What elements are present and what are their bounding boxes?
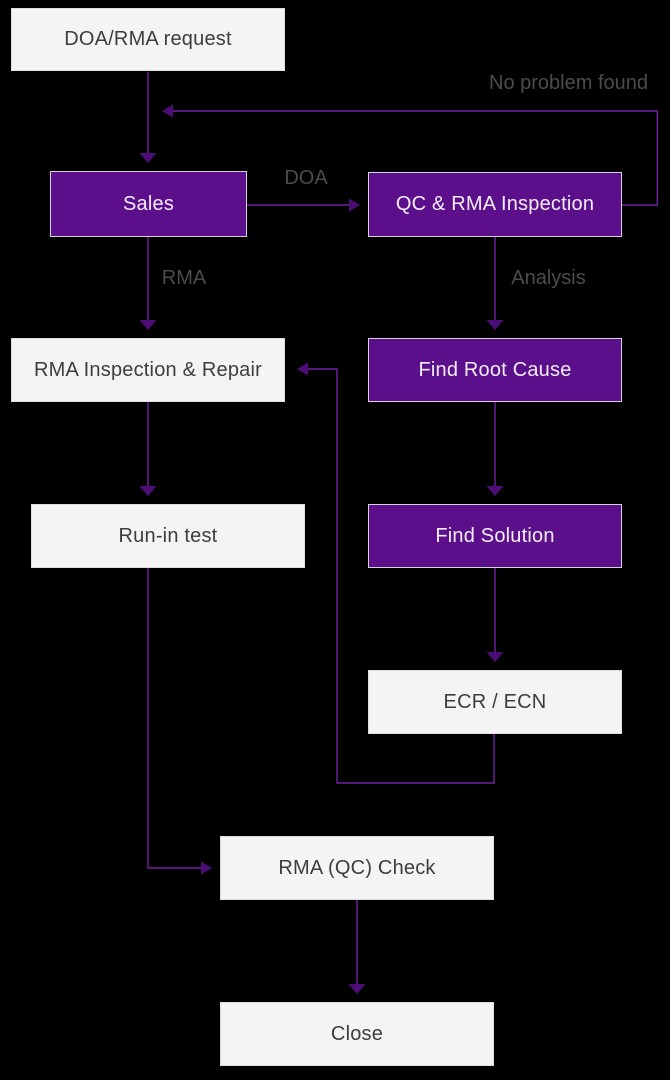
node-label: Sales	[122, 192, 175, 215]
arrowhead-down-icon	[486, 486, 504, 496]
node-label: RMA (QC) Check	[278, 856, 436, 879]
node-label: Find Solution	[435, 524, 555, 547]
node-label: Run-in test	[118, 524, 218, 547]
edge-label-doa: DOA	[284, 167, 328, 189]
node-rma-qc-check: RMA (QC) Check	[220, 836, 494, 900]
node-label: Find Root Cause	[418, 358, 572, 381]
edge-label-rma: RMA	[161, 267, 207, 289]
arrowhead-right-icon	[201, 861, 212, 875]
node-run-in-test: Run-in test	[31, 504, 305, 568]
node-close: Close	[220, 1002, 494, 1066]
node-label: ECR / ECN	[443, 690, 547, 713]
arrowhead-down-icon	[139, 320, 157, 330]
edge-label-no-problem-found: No problem found	[489, 72, 648, 94]
arrowhead-down-icon	[139, 153, 157, 163]
node-find-root-cause: Find Root Cause	[368, 338, 622, 402]
node-label: DOA/RMA request	[64, 28, 232, 50]
arrowhead-down-icon	[139, 486, 157, 496]
node-label: Close	[330, 1022, 384, 1045]
arrowhead-right-icon	[349, 198, 360, 212]
node-rma-inspection-repair: RMA Inspection & Repair	[11, 338, 285, 402]
node-find-solution: Find Solution	[368, 504, 622, 568]
node-sales: Sales	[50, 171, 247, 237]
arrowhead-left-icon	[162, 104, 173, 118]
arrowhead-down-icon	[486, 320, 504, 330]
edge-run-in-test-to-rma-qc-check	[147, 568, 201, 869]
node-label: RMA Inspection & Repair	[33, 358, 263, 381]
edge-no-problem-found-loop	[173, 110, 658, 206]
edge-label-analysis: Analysis	[511, 267, 586, 289]
node-qc-rma-inspection: QC & RMA Inspection	[368, 172, 622, 237]
node-ecr-ecn: ECR / ECN	[368, 670, 622, 734]
arrowhead-left-icon	[297, 362, 308, 376]
node-label: QC & RMA Inspection	[395, 193, 595, 215]
edge-ecr-ecn-to-rma-inspection-repair-loop	[308, 368, 495, 784]
arrowhead-down-icon	[486, 652, 504, 662]
node-doa-rma-request: DOA/RMA request	[11, 8, 285, 71]
arrowhead-down-icon	[348, 984, 366, 994]
